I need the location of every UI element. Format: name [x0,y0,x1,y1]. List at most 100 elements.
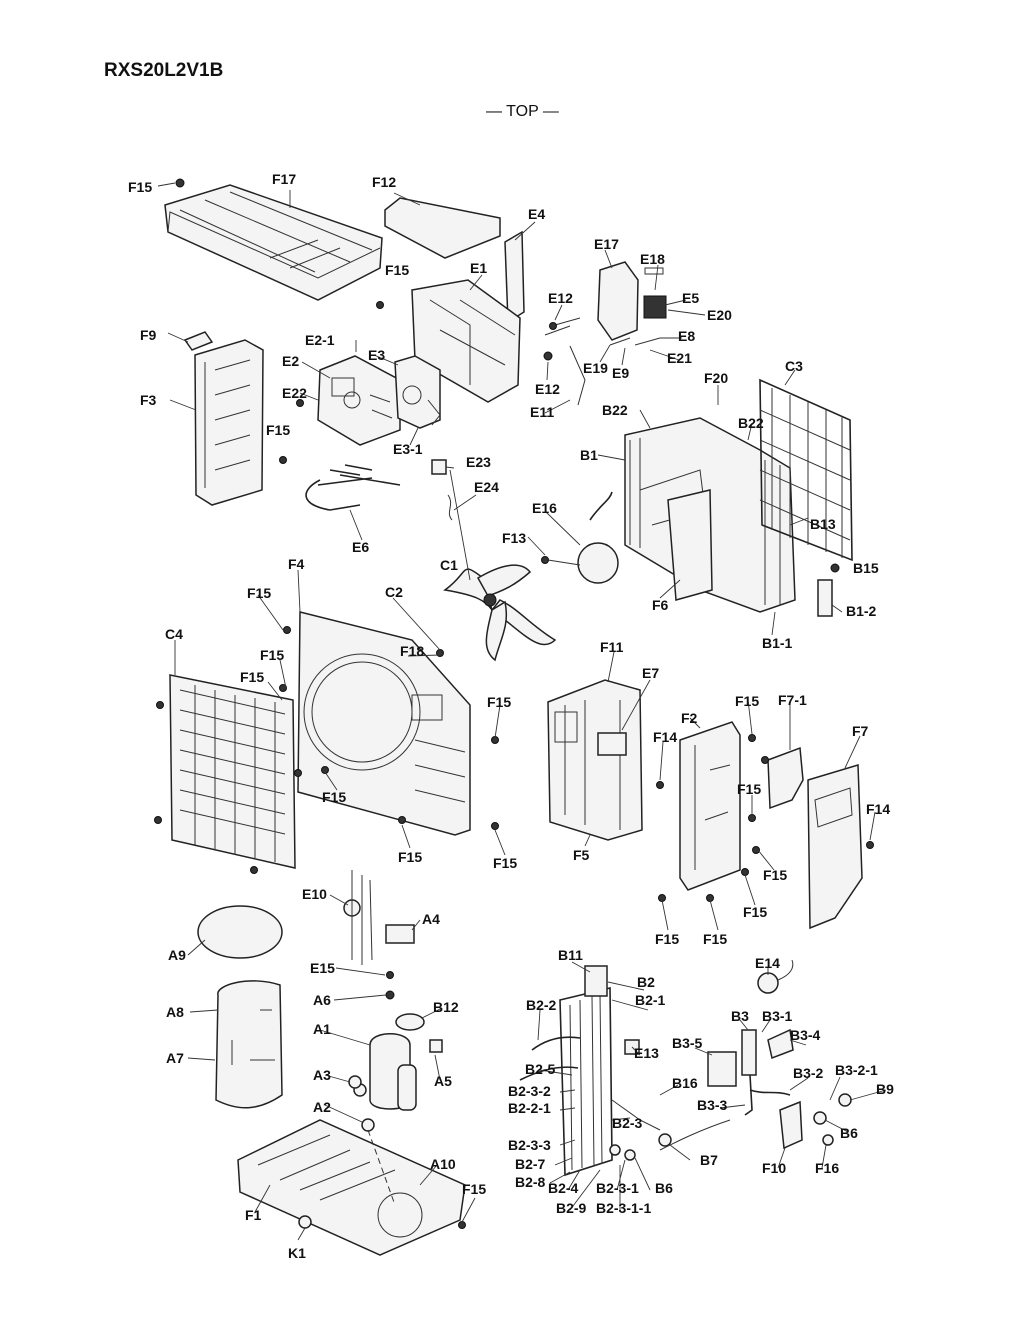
label-f7: F7 [852,723,869,739]
label-b3-4: B3-4 [790,1027,821,1043]
label-a10: A10 [430,1156,456,1172]
label-b2-3-1: B2-3-1 [596,1180,639,1196]
propeller-fan-c1 [443,564,557,662]
label-e20: E20 [707,307,732,323]
label-f12: F12 [372,174,396,190]
label-e1: E1 [470,260,487,276]
label-b1: B1 [580,447,598,463]
label-b11: B11 [558,947,583,963]
label-f14: F14 [866,801,890,817]
label-e4: E4 [528,206,545,222]
expansion-valve-b3 [659,959,794,1151]
label-b16: B16 [672,1075,698,1091]
partition-e4 [504,230,525,324]
label-e22: E22 [282,385,307,401]
label-e2: E2 [282,353,299,369]
label-b3-3: B3-3 [697,1097,728,1113]
label-a2: A2 [313,1099,331,1115]
label-b2-9: B2-9 [556,1200,587,1216]
label-f15: F15 [385,262,409,278]
label-b2-4: B2-4 [548,1180,579,1196]
label-b6: B6 [840,1125,858,1141]
side-plate-f3 [183,331,264,506]
label-e6: E6 [352,539,369,555]
label-f15: F15 [240,669,264,685]
label-b2-3: B2-3 [612,1115,643,1131]
label-b2-2-1: B2-2-1 [508,1100,551,1116]
label-b3-1: B3-1 [762,1008,793,1024]
label-e11: E11 [530,404,554,420]
compressor-a1 [353,1033,417,1111]
partition-plate-f5 [547,679,643,841]
label-f6: F6 [652,597,669,613]
label-b22: B22 [738,415,764,431]
label-c3: C3 [785,358,803,374]
reactor-e10-a4 [343,870,415,965]
label-f20: F20 [704,370,728,386]
label-b13: B13 [810,516,836,532]
label-f1: F1 [245,1207,262,1223]
label-f15: F15 [247,585,271,601]
label-e23: E23 [466,454,491,470]
label-e12: E12 [535,381,560,397]
label-b2: B2 [637,974,655,990]
label-f3: F3 [140,392,157,408]
front-cover-f7 [807,764,863,930]
label-b22: B22 [602,402,628,418]
label-c2: C2 [385,584,403,600]
label-f15: F15 [743,904,767,920]
label-b3-2: B3-2 [793,1065,824,1081]
label-f14: F14 [653,729,677,745]
front-grille-c4 [169,674,296,869]
label-b9: B9 [876,1081,894,1097]
label-f15: F15 [266,422,290,438]
terminal-small-parts [543,317,661,406]
label-e24: E24 [474,479,499,495]
label-e15: E15 [310,960,335,976]
label-f18: F18 [400,643,424,659]
label-f7-1: F7-1 [778,692,807,708]
view-caption: — TOP — [486,103,559,120]
rear-grille-c3 [759,378,853,562]
label-k1: K1 [288,1245,306,1261]
label-a3: A3 [313,1067,331,1083]
label-e12: E12 [548,290,573,306]
label-e17: E17 [594,236,619,252]
label-f15: F15 [487,694,511,710]
label-f15: F15 [128,179,152,195]
piping-cover-f2 [679,721,741,891]
label-a8: A8 [166,1004,184,1020]
label-f15: F15 [462,1181,486,1197]
label-e13: E13 [634,1045,659,1061]
four-way-valve-b2 [519,965,672,1177]
label-e8: E8 [678,328,695,344]
label-e10: E10 [302,886,327,902]
model-title: RXS20L2V1B [104,60,224,81]
label-b2-8: B2-8 [515,1174,546,1190]
label-a6: A6 [313,992,331,1008]
sensor-b15 [830,563,840,573]
label-f15: F15 [703,931,727,947]
label-f15: F15 [322,789,346,805]
label-f15: F15 [398,849,422,865]
label-e16: E16 [532,500,557,516]
front-screws [154,178,499,874]
label-b2-3-1-1: B2-3-1-1 [596,1200,651,1216]
label-a4: A4 [422,911,440,927]
label-a7: A7 [166,1050,184,1066]
terminal-parts-a5-a6-b12 [385,971,443,1053]
leader-lines [157,182,887,1241]
label-f4: F4 [288,556,305,572]
part-labels: F15 F17 F12 E4 E17 E18 F15 E1 E12 E5 E20… [128,171,894,1261]
label-e14: E14 [755,955,780,971]
label-b12: B12 [433,999,459,1015]
label-b2-3-3: B2-3-3 [508,1137,551,1153]
label-f5: F5 [573,847,590,863]
heat-exchanger-b1 [624,417,796,613]
label-a1: A1 [313,1021,331,1037]
label-f11: F11 [600,639,624,655]
label-e18: E18 [640,251,665,267]
reactor-e23 [431,459,453,521]
label-b2-1: B2-1 [635,992,666,1008]
bracket-f7-1 [767,746,804,810]
